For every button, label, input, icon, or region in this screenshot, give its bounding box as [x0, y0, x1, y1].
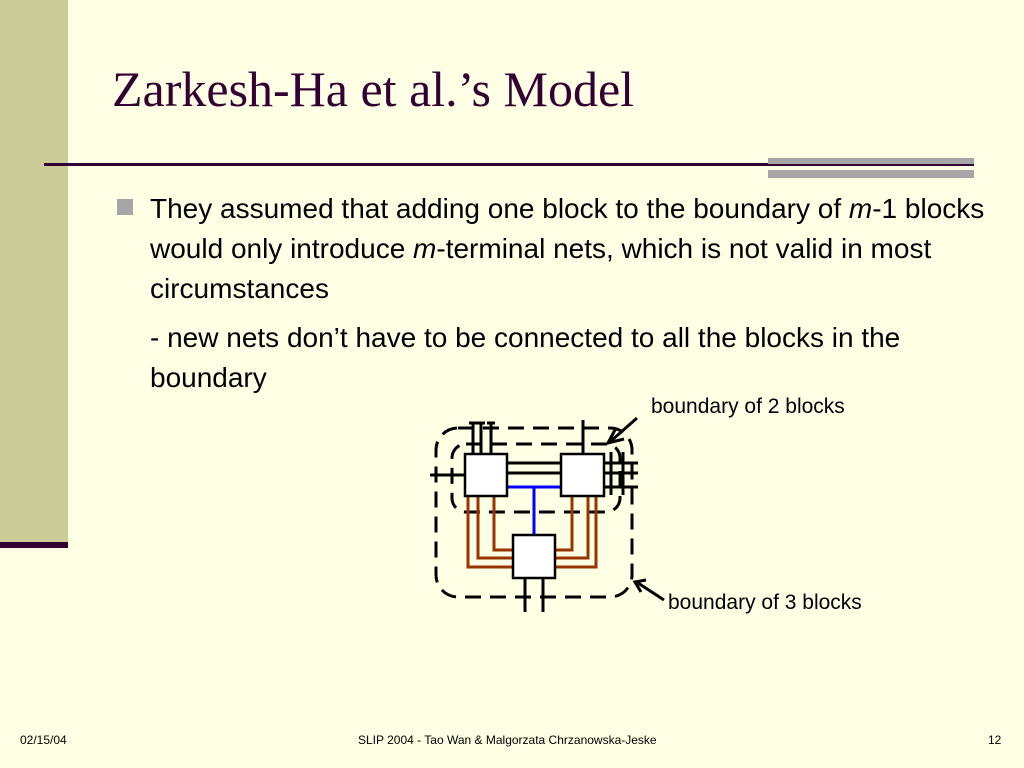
callout-arrow-three-blocks: [632, 578, 665, 602]
title-rule-gray-upper: [768, 158, 974, 164]
sub-point-text: - new nets don’t have to be connected to…: [150, 322, 901, 393]
bullet-var-m: m: [848, 193, 873, 224]
brown-nets: [466, 496, 598, 569]
footer-date: 02/15/04: [20, 733, 67, 747]
terminals: [430, 420, 638, 612]
callout-arrow-two-blocks: [605, 416, 638, 446]
left-band-accent: [0, 542, 68, 548]
title-rule-gray-lower: [768, 170, 974, 178]
title-rule: [44, 163, 974, 166]
boundary-two-blocks: [450, 442, 622, 514]
block-bottom: [511, 533, 557, 580]
block-right: [559, 452, 606, 498]
boundary-three-blocks: [434, 426, 634, 599]
footer-center-text: SLIP 2004 - Tao Wan & Malgorzata Chrzano…: [358, 733, 657, 747]
label-boundary-three-blocks: boundary of 3 blocks: [668, 591, 862, 614]
bullet-square-icon: [117, 199, 133, 215]
slide-title: Zarkesh-Ha et al.’s Model: [112, 61, 635, 117]
bullet-text-part1: They assumed that adding one block to th…: [150, 193, 849, 224]
bullet-text-part2: -1 blocks would only introduce: [150, 193, 985, 264]
bullet-text-part3: -terminal nets, which is not valid in mo…: [150, 233, 932, 304]
bullet-text: They assumed that adding one block to th…: [150, 189, 1010, 309]
blue-net: [507, 485, 561, 535]
label-boundary-two-blocks: boundary of 2 blocks: [651, 395, 845, 418]
bullet-var-m-2: m: [413, 233, 437, 264]
left-band: [0, 0, 68, 545]
block-left: [463, 452, 509, 498]
black-nets: [507, 461, 561, 475]
footer-page-number: 12: [988, 733, 1002, 747]
